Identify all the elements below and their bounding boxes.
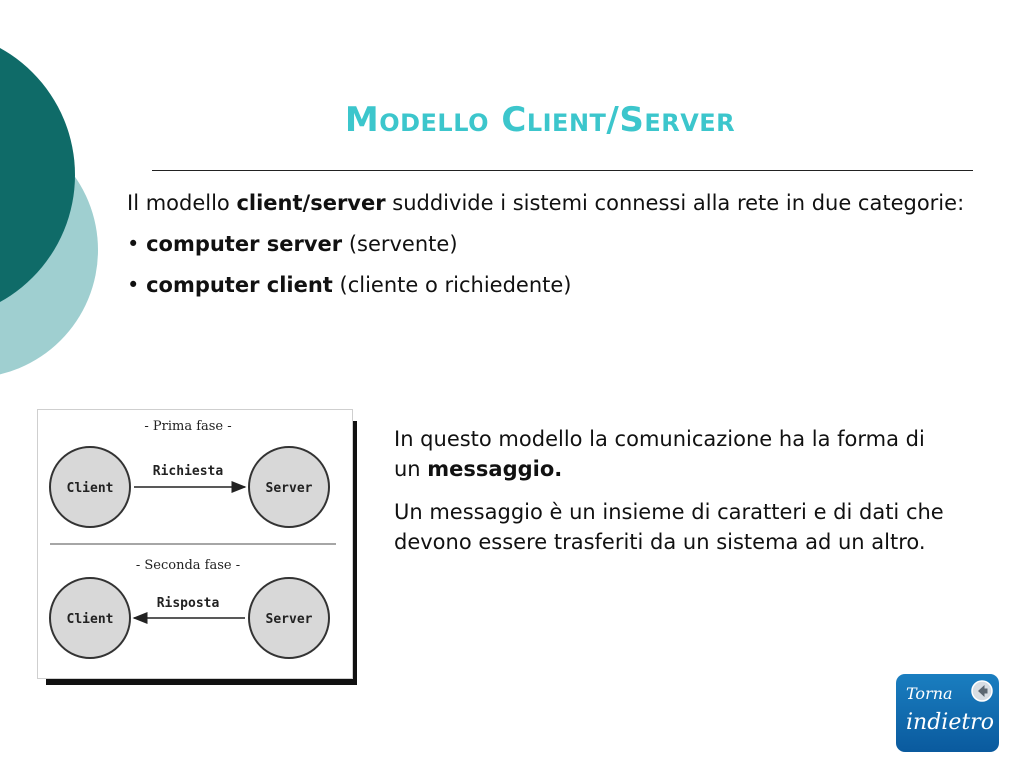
client-server-diagram: - Prima fase - Client Server Richiesta -… xyxy=(37,409,357,685)
dark-teal-circle xyxy=(0,48,75,302)
server-node-1 xyxy=(248,446,330,528)
back-button[interactable]: Torna indietro xyxy=(896,674,999,752)
phase2-label: - Seconda fase - xyxy=(136,558,240,573)
slide-title: Modello Client/Server xyxy=(344,100,736,140)
diagram-panel: - Prima fase - Client Server Richiesta -… xyxy=(37,409,353,679)
paragraph1-bold: messaggio. xyxy=(427,457,563,481)
bullet-rest: (servente) xyxy=(342,232,458,256)
intro-after: suddivide i sistemi connessi alla rete i… xyxy=(385,191,965,215)
server-label-2: Server xyxy=(266,612,313,627)
intro-before: Il modello xyxy=(127,191,237,215)
arrow-left-circle-icon xyxy=(971,680,993,702)
paragraph1-before: In questo modello la comunicazione ha la… xyxy=(394,427,925,481)
client-node-1 xyxy=(49,446,131,528)
message-text: In questo modello la comunicazione ha la… xyxy=(394,424,954,570)
bullet-marker: • xyxy=(127,232,147,256)
decorative-circles xyxy=(0,48,98,375)
bullet-rest: (cliente o richiedente) xyxy=(332,273,572,297)
back-button-label-top: Torna xyxy=(906,684,953,703)
response-label: Risposta xyxy=(157,596,220,611)
message-paragraph-1: In questo modello la comunicazione ha la… xyxy=(394,424,954,484)
bullet-client: • computer client (cliente o richiedente… xyxy=(127,270,967,301)
intro-bold: client/server xyxy=(236,191,386,215)
bullet-marker: • xyxy=(127,273,147,297)
diagram-svg: - Prima fase - Client Server Richiesta -… xyxy=(49,419,336,659)
bullet-bold: computer server xyxy=(146,232,343,256)
server-node-2 xyxy=(248,577,330,659)
client-node-2 xyxy=(49,577,131,659)
back-button-label-bottom: indietro xyxy=(906,710,994,735)
bullet-server: • computer server (servente) xyxy=(127,229,967,260)
intro-paragraph: Il modello client/server suddivide i sis… xyxy=(127,188,967,219)
title-divider xyxy=(152,170,973,171)
message-paragraph-2: Un messaggio è un insieme di caratteri e… xyxy=(394,500,944,554)
phase1-label: - Prima fase - xyxy=(144,419,231,434)
bullet-bold: computer client xyxy=(146,273,333,297)
request-label: Richiesta xyxy=(153,464,224,479)
intro-text: Il modello client/server suddivide i sis… xyxy=(127,188,967,301)
server-label-1: Server xyxy=(266,481,313,496)
client-label-2: Client xyxy=(67,612,114,627)
client-label-1: Client xyxy=(67,481,114,496)
